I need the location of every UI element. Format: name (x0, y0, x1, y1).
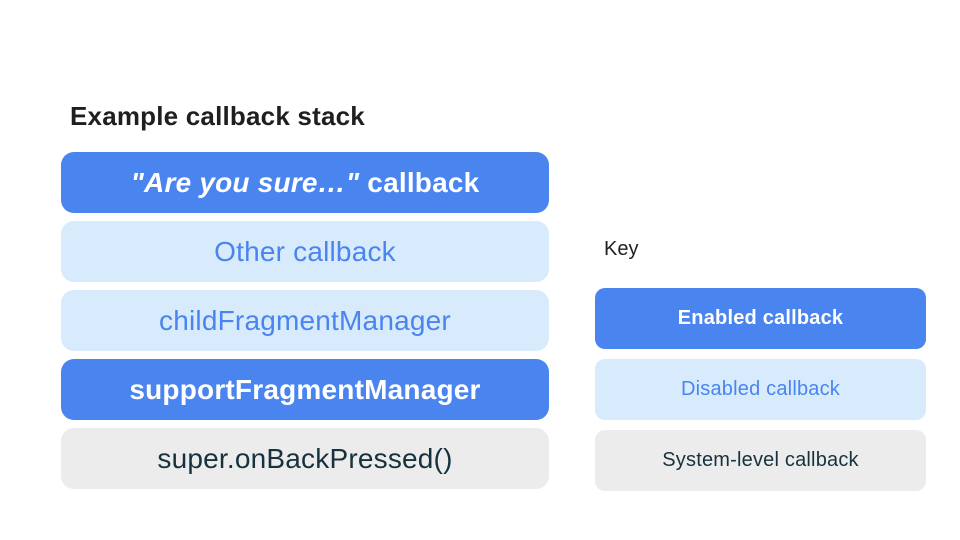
stack-item-super-onbackpressed: super.onBackPressed() (61, 428, 549, 489)
stack-item-support-fragment-manager: supportFragmentManager (61, 359, 549, 420)
stack-item-label: "Are you sure…" callback (131, 167, 480, 199)
stack-item-child-fragment-manager: childFragmentManager (61, 290, 549, 351)
stack-item-are-you-sure-callback: "Are you sure…" callback (61, 152, 549, 213)
key-item-system-level-callback: System-level callback (595, 430, 926, 491)
quoted-callback-name: "Are you sure…" (130, 166, 360, 198)
key-item-enabled-callback: Enabled callback (595, 288, 926, 349)
diagram-title: Example callback stack (70, 101, 365, 131)
key-item-disabled-callback: Disabled callback (595, 359, 926, 420)
callback-suffix: callback (359, 166, 480, 198)
key-title: Key (604, 238, 639, 260)
stack-item-other-callback: Other callback (61, 221, 549, 282)
callback-stack: "Are you sure…" callback Other callback … (61, 152, 549, 489)
key-legend: Enabled callback Disabled callback Syste… (595, 288, 926, 491)
